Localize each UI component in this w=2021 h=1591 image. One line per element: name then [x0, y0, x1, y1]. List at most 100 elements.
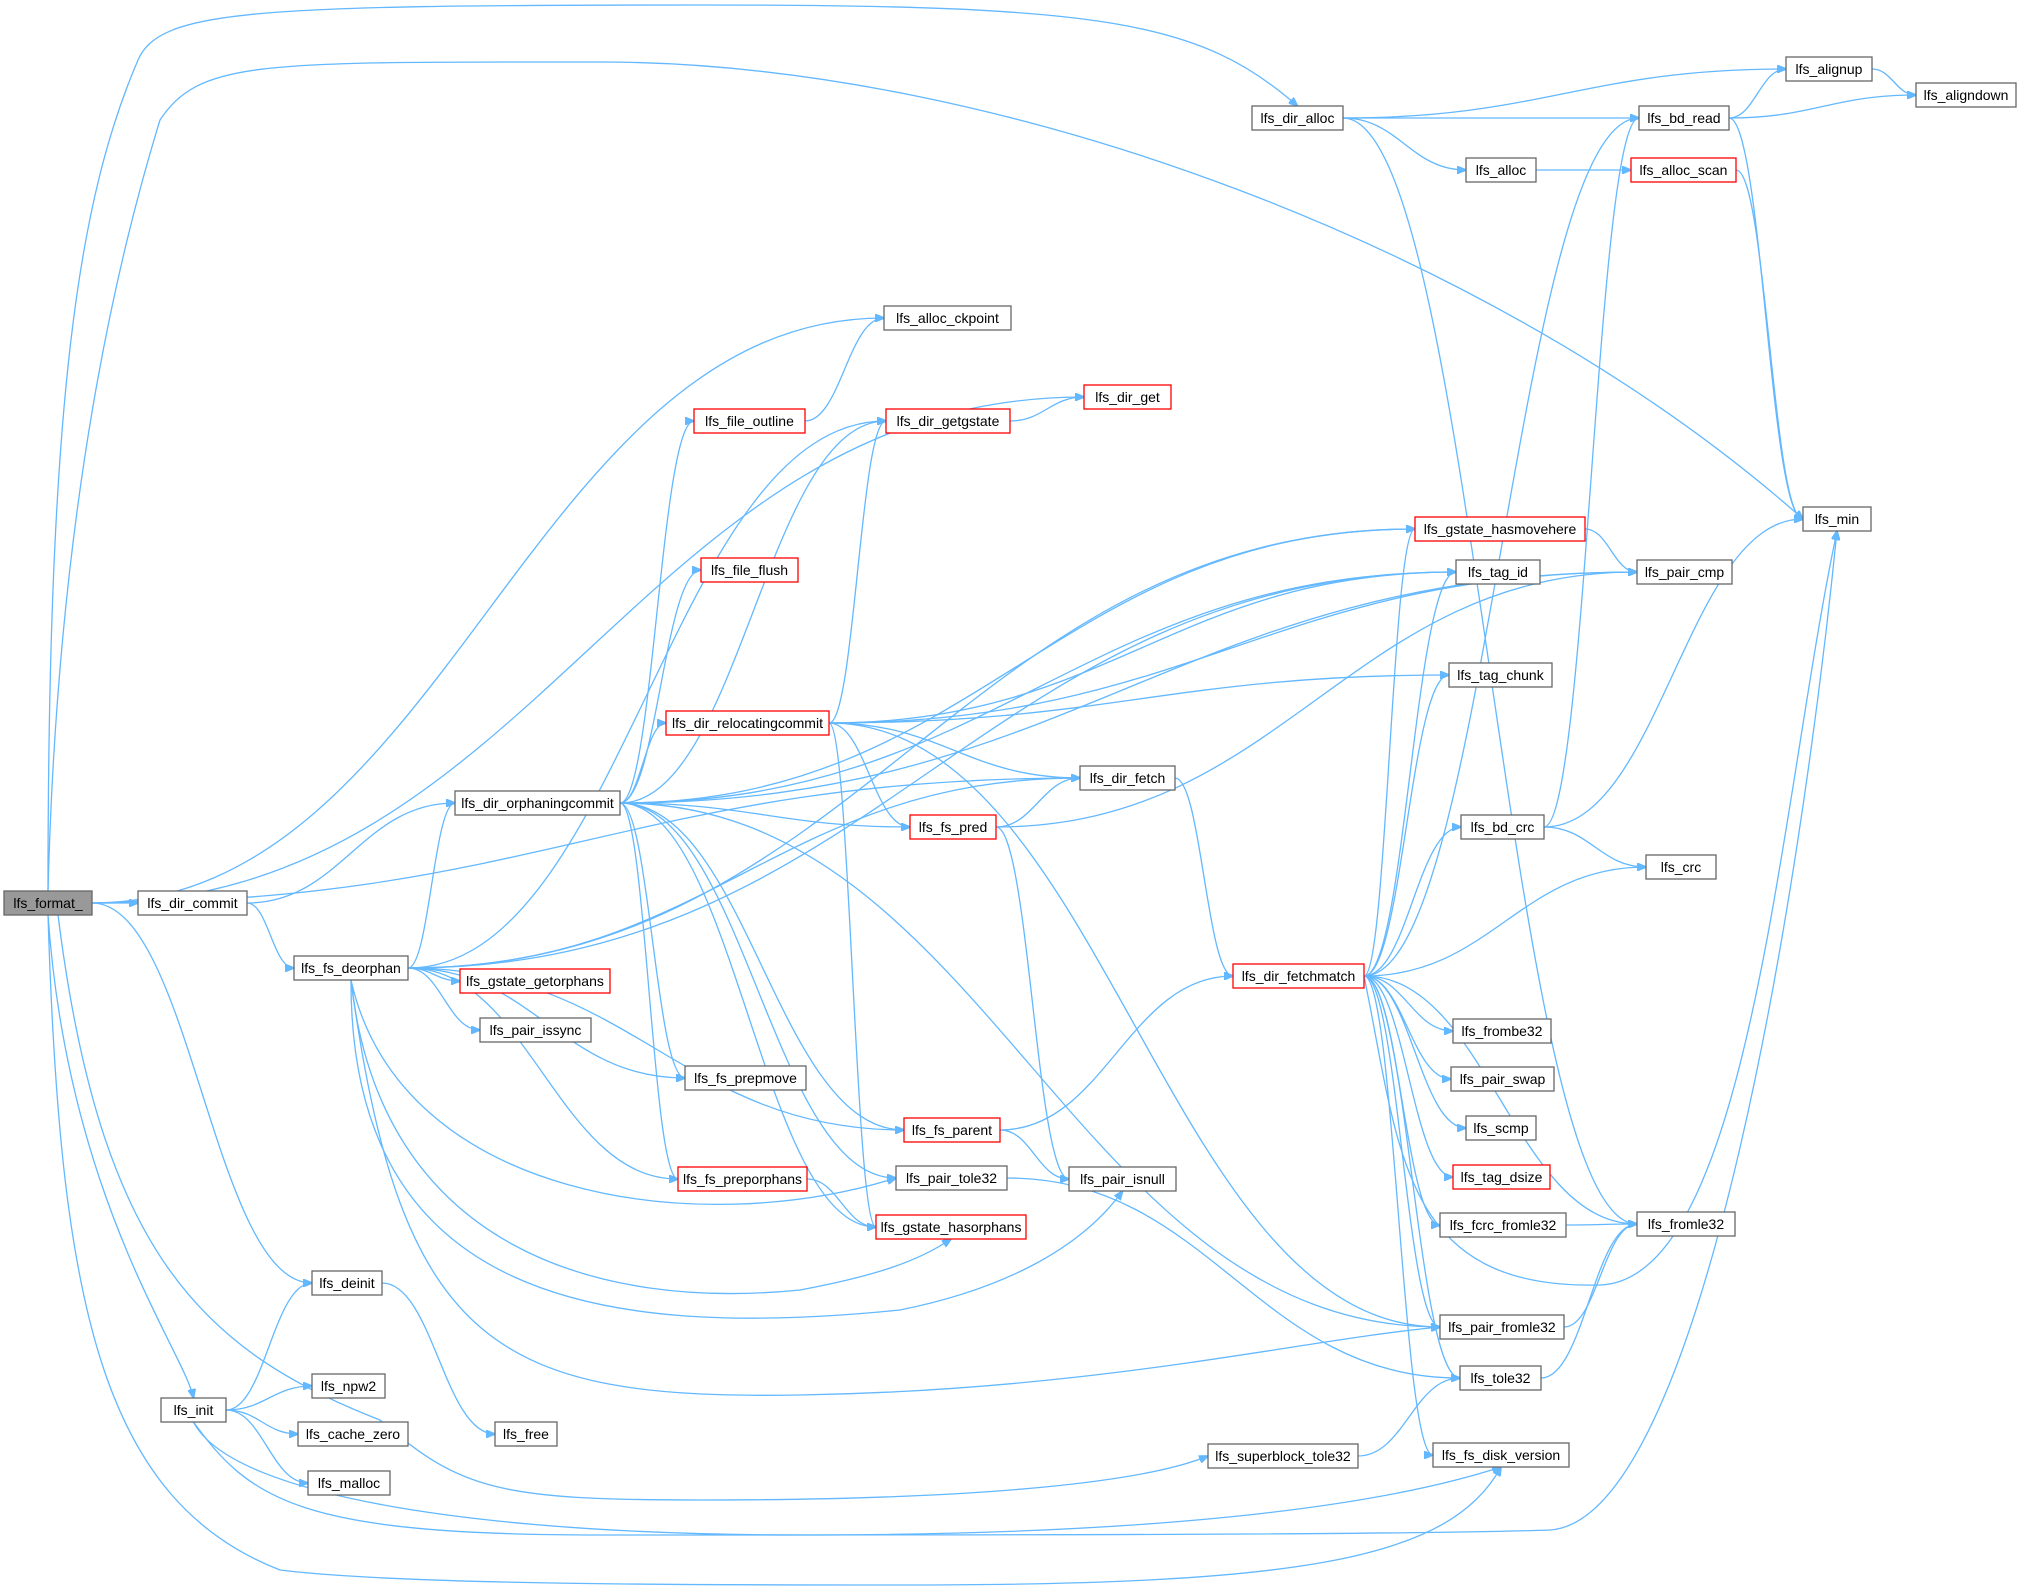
edge-lfs_alloc_scan-to-lfs_min [1735, 169, 1803, 519]
edge-lfs_fs_pred-to-lfs_pair_cmp [995, 572, 1637, 828]
node-lfs_dir_alloc[interactable]: lfs_dir_alloc [1251, 105, 1344, 131]
node-lfs_crc[interactable]: lfs_crc [1645, 854, 1717, 880]
node-lfs_fs_pred[interactable]: lfs_fs_pred [909, 814, 997, 840]
node-lfs_superblock_tole32[interactable]: lfs_superblock_tole32 [1207, 1443, 1359, 1469]
edge-lfs_fs_parent-to-lfs_pair_isnull [999, 1129, 1069, 1179]
edge-lfs_format_-to-lfs_fs_disk_version [47, 914, 1501, 1586]
node-lfs_tag_chunk[interactable]: lfs_tag_chunk [1448, 662, 1553, 688]
node-lfs_frombe32[interactable]: lfs_frombe32 [1452, 1018, 1552, 1044]
node-label: lfs_fs_deorphan [301, 960, 401, 976]
edge-lfs_dir_orphaningcommit-to-lfs_fs_prepmove [619, 802, 685, 1078]
edge-lfs_dir_orphaningcommit-to-lfs_dir_getgstate [619, 421, 886, 804]
edge-lfs_dir_fetchmatch-to-lfs_tole32 [1363, 975, 1460, 1378]
node-lfs_fs_parent[interactable]: lfs_fs_parent [903, 1117, 1001, 1143]
node-lfs_min[interactable]: lfs_min [1802, 506, 1872, 532]
node-label: lfs_npw2 [321, 1378, 376, 1394]
node-lfs_bd_read[interactable]: lfs_bd_read [1638, 105, 1730, 131]
edge-lfs_fs_deorphan-to-lfs_gstate_hasorphans [350, 979, 951, 1295]
edge-lfs_dir_relocatingcommit-to-lfs_dir_fetch [828, 722, 1080, 778]
node-box [1448, 662, 1553, 688]
edge-lfs_bd_read-to-lfs_aligndown [1728, 95, 1916, 119]
node-label: lfs_min [1815, 511, 1859, 527]
node-lfs_fs_preporphans[interactable]: lfs_fs_preporphans [677, 1166, 808, 1192]
node-label: lfs_init [174, 1402, 214, 1418]
node-lfs_bd_crc[interactable]: lfs_bd_crc [1460, 814, 1545, 840]
edge-lfs_fs_pred-to-lfs_dir_fetch [995, 778, 1080, 828]
node-lfs_dir_get[interactable]: lfs_dir_get [1083, 384, 1172, 410]
node-lfs_pair_tole32[interactable]: lfs_pair_tole32 [895, 1165, 1008, 1191]
node-lfs_fcrc_fromle32[interactable]: lfs_fcrc_fromle32 [1439, 1212, 1567, 1238]
node-box [1232, 963, 1365, 989]
node-lfs_cache_zero[interactable]: lfs_cache_zero [297, 1421, 409, 1447]
node-lfs_pair_isnull[interactable]: lfs_pair_isnull [1068, 1166, 1177, 1192]
edge-lfs_format_-to-lfs_init [47, 914, 194, 1398]
node-label: lfs_dir_fetchmatch [1242, 968, 1356, 984]
node-label: lfs_cache_zero [306, 1426, 400, 1442]
edge-lfs_dir_fetchmatch-to-lfs_frombe32 [1363, 975, 1453, 1031]
node-box [1915, 82, 2017, 108]
edge-lfs_bd_crc-to-lfs_crc [1543, 826, 1646, 867]
node-lfs_gstate_getorphans[interactable]: lfs_gstate_getorphans [459, 968, 611, 994]
node-lfs_dir_orphaningcommit[interactable]: lfs_dir_orphaningcommit [454, 790, 621, 816]
node-lfs_free[interactable]: lfs_free [494, 1421, 558, 1447]
edge-lfs_dir_fetchmatch-to-lfs_bd_read [1363, 118, 1639, 977]
node-lfs_format_[interactable]: lfs_format_ [3, 890, 93, 916]
node-lfs_alignup[interactable]: lfs_alignup [1785, 56, 1873, 82]
node-lfs_fromle32[interactable]: lfs_fromle32 [1636, 1211, 1736, 1237]
node-lfs_tag_id[interactable]: lfs_tag_id [1455, 559, 1541, 585]
edge-lfs_pair_fromle32-to-lfs_fromle32 [1563, 1224, 1637, 1328]
node-lfs_dir_fetchmatch[interactable]: lfs_dir_fetchmatch [1232, 963, 1365, 989]
node-label: lfs_dir_alloc [1261, 110, 1335, 126]
edge-lfs_dir_orphaningcommit-to-lfs_file_outline [619, 421, 694, 804]
node-box [1636, 1211, 1736, 1237]
node-lfs_file_outline[interactable]: lfs_file_outline [693, 408, 806, 434]
edge-lfs_dir_fetchmatch-to-lfs_tag_chunk [1363, 675, 1449, 977]
node-label: lfs_tole32 [1471, 1370, 1531, 1386]
node-lfs_dir_fetch[interactable]: lfs_dir_fetch [1079, 765, 1176, 791]
edge-lfs_init-to-lfs_cache_zero [225, 1409, 298, 1434]
node-lfs_alloc_scan[interactable]: lfs_alloc_scan [1630, 157, 1737, 183]
edge-lfs_format_-to-lfs_min [47, 61, 1803, 892]
node-label: lfs_fs_disk_version [1442, 1447, 1560, 1463]
node-lfs_dir_relocatingcommit[interactable]: lfs_dir_relocatingcommit [665, 710, 830, 736]
edge-lfs_superblock_tole32-to-lfs_tole32 [1357, 1378, 1460, 1457]
node-lfs_pair_cmp[interactable]: lfs_pair_cmp [1636, 559, 1733, 585]
node-label: lfs_scmp [1473, 1120, 1528, 1136]
edge-lfs_dir_relocatingcommit-to-lfs_pair_cmp [828, 572, 1637, 724]
node-box [909, 814, 997, 840]
node-lfs_alloc_ckpoint[interactable]: lfs_alloc_ckpoint [883, 305, 1012, 331]
node-lfs_gstate_hasmovehere[interactable]: lfs_gstate_hasmovehere [1414, 516, 1586, 542]
node-box [1414, 516, 1586, 542]
edge-lfs_deinit-to-lfs_free [381, 1282, 495, 1434]
node-label: lfs_aligndown [1924, 87, 2009, 103]
node-lfs_file_flush[interactable]: lfs_file_flush [700, 557, 799, 583]
node-lfs_scmp[interactable]: lfs_scmp [1465, 1115, 1537, 1141]
node-lfs_gstate_hasorphans[interactable]: lfs_gstate_hasorphans [875, 1214, 1027, 1240]
node-lfs_dir_commit[interactable]: lfs_dir_commit [137, 890, 248, 916]
node-box [903, 1117, 1001, 1143]
node-lfs_aligndown[interactable]: lfs_aligndown [1915, 82, 2017, 108]
node-lfs_fs_disk_version[interactable]: lfs_fs_disk_version [1432, 1442, 1570, 1468]
edge-lfs_init-to-lfs_npw2 [225, 1386, 312, 1411]
node-lfs_tag_dsize[interactable]: lfs_tag_dsize [1452, 1164, 1551, 1190]
node-lfs_fs_deorphan[interactable]: lfs_fs_deorphan [293, 955, 409, 981]
node-lfs_alloc[interactable]: lfs_alloc [1465, 157, 1537, 183]
node-lfs_npw2[interactable]: lfs_npw2 [311, 1373, 386, 1399]
node-lfs_pair_swap[interactable]: lfs_pair_swap [1450, 1066, 1555, 1092]
node-lfs_deinit[interactable]: lfs_deinit [311, 1270, 383, 1296]
node-lfs_pair_fromle32[interactable]: lfs_pair_fromle32 [1439, 1314, 1565, 1340]
node-lfs_dir_getgstate[interactable]: lfs_dir_getgstate [885, 408, 1011, 434]
edge-lfs_dir_fetchmatch-to-lfs_crc [1363, 867, 1646, 977]
node-label: lfs_frombe32 [1462, 1023, 1543, 1039]
node-lfs_init[interactable]: lfs_init [160, 1397, 227, 1423]
node-lfs_tole32[interactable]: lfs_tole32 [1459, 1365, 1542, 1391]
edge-lfs_dir_commit-to-lfs_fs_deorphan [246, 902, 294, 968]
edge-lfs_init-to-lfs_malloc [225, 1409, 308, 1483]
node-label: lfs_dir_orphaningcommit [461, 795, 614, 811]
node-lfs_fs_prepmove[interactable]: lfs_fs_prepmove [684, 1065, 807, 1091]
edge-lfs_fs_deorphan-to-lfs_tag_id [407, 572, 1456, 969]
node-lfs_malloc[interactable]: lfs_malloc [307, 1470, 391, 1496]
edge-lfs_fcrc_fromle32-to-lfs_fromle32 [1565, 1224, 1637, 1225]
node-lfs_pair_issync[interactable]: lfs_pair_issync [479, 1017, 592, 1043]
node-label: lfs_superblock_tole32 [1215, 1448, 1351, 1464]
